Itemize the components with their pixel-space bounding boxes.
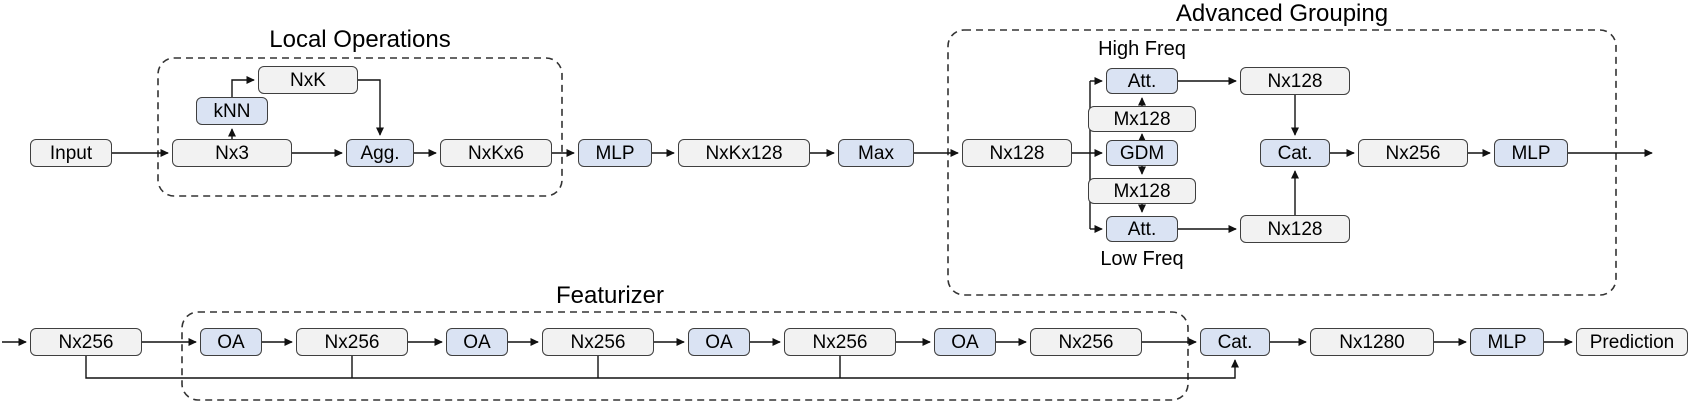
- node-nx256-4: Nx256: [1030, 328, 1142, 356]
- node-oa2: OA: [446, 328, 508, 356]
- arrow-knn-nxk: [231, 75, 255, 97]
- node-mx128-high: Mx128: [1088, 106, 1196, 132]
- node-mlp-local: MLP: [578, 139, 652, 167]
- node-prediction: Prediction: [1576, 328, 1688, 356]
- node-nx256-in: Nx256: [30, 328, 142, 356]
- arrow-nxk-agg: [358, 79, 385, 136]
- advanced-grouping-title: Advanced Grouping: [1175, 0, 1389, 27]
- node-mx128-low: Mx128: [1088, 178, 1196, 204]
- node-nx256-3: Nx256: [784, 328, 896, 356]
- node-oa1: OA: [200, 328, 262, 356]
- high-freq-label: High Freq: [1098, 38, 1186, 60]
- featurizer-group: [181, 311, 1189, 401]
- node-gdm: GDM: [1106, 140, 1178, 166]
- node-mlp-head: MLP: [1470, 328, 1544, 356]
- node-cat-top: Cat.: [1260, 139, 1330, 167]
- node-mlp-grouping: MLP: [1494, 139, 1568, 167]
- arrow-skip-cat: [85, 356, 1240, 379]
- node-nx256-top: Nx256: [1358, 139, 1468, 167]
- node-nx256-2: Nx256: [542, 328, 654, 356]
- local-operations-title: Local Operations: [269, 26, 451, 53]
- node-input: Input: [30, 139, 112, 167]
- node-att-low: Att.: [1106, 216, 1178, 242]
- node-nx256-1: Nx256: [296, 328, 408, 356]
- advanced-grouping-group: [947, 29, 1617, 296]
- node-oa4: OA: [934, 328, 996, 356]
- group-outlines: [157, 29, 1617, 401]
- skip-drop-line: [351, 356, 841, 378]
- node-att-high: Att.: [1106, 68, 1178, 94]
- local-operations-group: [157, 57, 563, 197]
- node-knn: kNN: [196, 97, 268, 125]
- featurizer-title: Featurizer: [555, 282, 665, 309]
- node-nx128-low: Nx128: [1240, 215, 1350, 243]
- node-nx128-in: Nx128: [962, 139, 1072, 167]
- node-agg: Agg.: [346, 139, 414, 167]
- node-nxk: NxK: [258, 66, 358, 94]
- node-nxkx6: NxKx6: [440, 139, 552, 167]
- node-nx3: Nx3: [172, 139, 292, 167]
- node-cat-bottom: Cat.: [1200, 328, 1270, 356]
- node-nxkx128: NxKx128: [678, 139, 810, 167]
- connectors: [2, 75, 1653, 379]
- node-max: Max: [838, 139, 914, 167]
- node-nx1280: Nx1280: [1310, 328, 1434, 356]
- low-freq-label: Low Freq: [1100, 248, 1184, 270]
- node-nx128-high: Nx128: [1240, 67, 1350, 95]
- node-oa3: OA: [688, 328, 750, 356]
